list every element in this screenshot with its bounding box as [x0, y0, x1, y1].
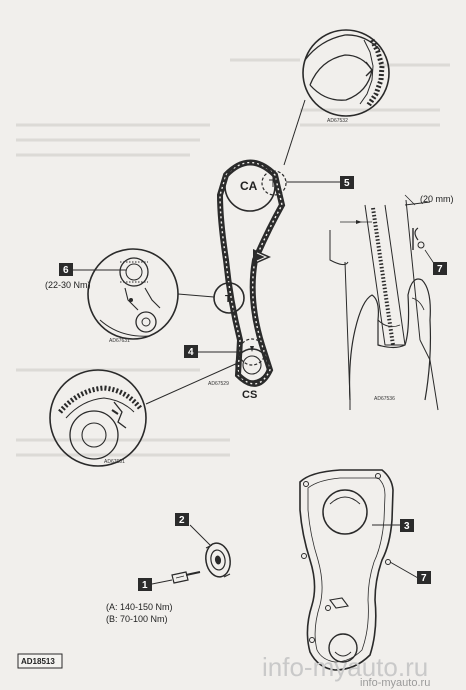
crank-bolt: [171, 571, 201, 584]
svg-text:5: 5: [344, 178, 350, 189]
detail-id-lower: AD67631: [104, 459, 125, 465]
svg-text:6: 6: [63, 265, 69, 276]
detail-camshaft-mark: AD67532: [302, 29, 390, 124]
detail-id-tensioner: AD67631: [109, 338, 130, 344]
gap-label: (20 mm): [420, 194, 454, 204]
svg-text:AD18513: AD18513: [21, 657, 55, 666]
crank-pulley-part: [205, 542, 231, 578]
detail-id-crank: AD67529: [208, 381, 229, 387]
bolt-torque-a: (A: 140-150 Nm): [106, 602, 173, 612]
tensioner-pulley-label: T: [225, 294, 231, 305]
svg-text:4: 4: [188, 347, 194, 358]
camshaft-pulley: CA: [224, 160, 287, 212]
camshaft-pulley-label: CA: [240, 179, 258, 193]
callout-7-lower: 7: [417, 571, 431, 584]
detail-id-hand: AD67536: [374, 396, 395, 402]
callout-3: 3: [400, 519, 414, 532]
svg-text:2: 2: [179, 515, 185, 526]
callout-2: 2: [175, 513, 189, 526]
callout-4: 4: [184, 345, 198, 358]
callout-7-upper: 7: [433, 262, 447, 275]
callout-1: 1: [138, 578, 152, 591]
figure-id: AD18513: [17, 653, 63, 669]
detail-tensioner: AD67631: [87, 248, 179, 344]
timing-cover: [299, 469, 394, 671]
crankshaft-pulley-label: CS: [242, 389, 257, 401]
watermark-small: info-myauto.ru: [360, 677, 430, 689]
svg-text:1: 1: [142, 580, 148, 591]
tensioner-torque-label: (22-30 Nm): [45, 280, 91, 290]
callout-6: 6: [59, 263, 73, 276]
bolt-torque-b: (B: 70-100 Nm): [106, 614, 168, 624]
detail-hand-tension: AD67536: [329, 199, 439, 411]
svg-text:7: 7: [421, 573, 427, 584]
watermark-large: info-myauto.ru: [262, 652, 428, 682]
svg-text:7: 7: [437, 264, 443, 275]
svg-text:3: 3: [404, 521, 410, 532]
direction-arrow: [253, 249, 271, 265]
tensioner-pulley: T: [213, 282, 245, 314]
detail-id-top: AD67532: [327, 118, 348, 124]
callout-5: 5: [340, 176, 354, 189]
detail-crank-gear: AD67631: [49, 369, 147, 467]
timing-belt: [216, 159, 286, 387]
